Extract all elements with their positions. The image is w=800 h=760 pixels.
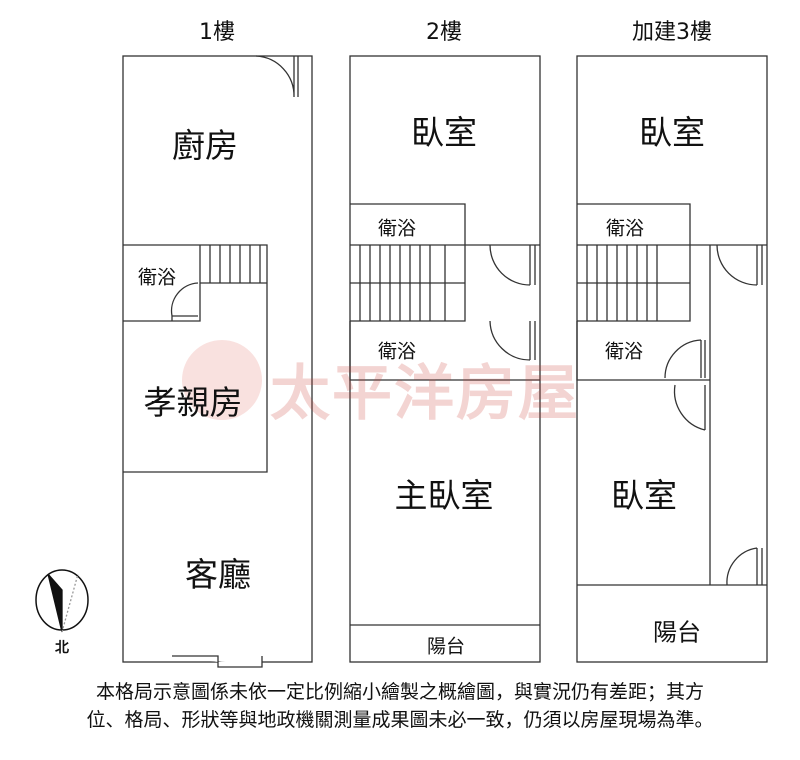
door-icon bbox=[726, 547, 763, 586]
room-master-bedroom: 主臥室 bbox=[394, 476, 494, 515]
room-balcony: 陽台 bbox=[653, 618, 701, 647]
floor-2-title: 2樓 bbox=[426, 20, 462, 45]
room-bathroom: 衛浴 bbox=[377, 217, 417, 240]
floor-3-plan bbox=[576, 55, 768, 663]
door-icon bbox=[255, 55, 299, 98]
room-elder-bedroom: 孝親房 bbox=[143, 383, 243, 422]
room-bathroom: 衛浴 bbox=[137, 266, 177, 289]
floor-3-title: 加建3樓 bbox=[632, 20, 712, 45]
room-balcony: 陽台 bbox=[426, 635, 466, 658]
room-bathroom: 衛浴 bbox=[604, 340, 644, 363]
door-icon bbox=[664, 339, 706, 379]
floor-2-plan bbox=[349, 55, 541, 663]
room-bedroom: 臥室 bbox=[411, 113, 477, 152]
watermark: 太平洋房屋 bbox=[270, 359, 580, 429]
door-icon bbox=[673, 384, 706, 431]
room-living: 客廳 bbox=[185, 555, 251, 594]
floor-1-title: 1樓 bbox=[199, 20, 235, 45]
door-icon bbox=[489, 244, 536, 286]
room-bedroom: 臥室 bbox=[611, 476, 677, 515]
disclaimer-line-2: 位、格局、形狀等與地政機關測量成果圖未必一致，仍須以房屋現場為準。 bbox=[86, 709, 714, 731]
door-icon bbox=[716, 244, 763, 286]
entrance-door-icon bbox=[172, 655, 263, 668]
floor-1-plan bbox=[122, 55, 313, 668]
door-icon bbox=[170, 282, 199, 321]
door-icon bbox=[489, 320, 536, 361]
disclaimer-line-1: 本格局示意圖係未依一定比例縮小繪製之概繪圖，與實況仍有差距；其方 bbox=[95, 681, 704, 703]
room-kitchen: 廚房 bbox=[172, 126, 238, 165]
compass-label: 北 bbox=[55, 640, 69, 656]
room-bathroom: 衛浴 bbox=[377, 340, 417, 363]
room-bathroom: 衛浴 bbox=[605, 217, 645, 240]
watermark-logo bbox=[182, 340, 262, 420]
compass-icon bbox=[35, 569, 89, 633]
room-bedroom: 臥室 bbox=[639, 113, 705, 152]
